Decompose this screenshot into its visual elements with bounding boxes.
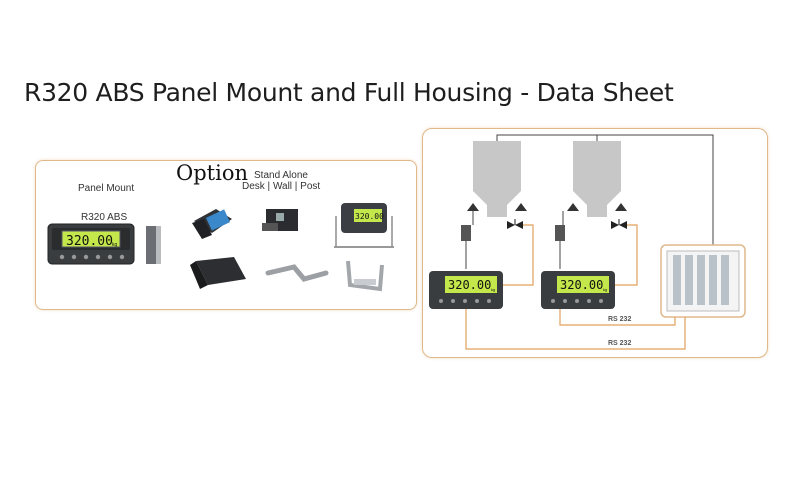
valve-1: [507, 219, 523, 229]
desk-housing-image: [190, 257, 246, 289]
system-diagram: 320.00 kg 320.00 kg: [422, 128, 768, 358]
post-mount-indicator-image: 320.00: [334, 203, 394, 248]
silo-1: [461, 141, 527, 269]
svg-text:320.00: 320.00: [355, 212, 384, 221]
model-label: R320 ABS: [81, 212, 128, 223]
plc-cabinet: [660, 244, 746, 318]
system-diagram-drawing: 320.00 kg 320.00 kg: [429, 134, 746, 350]
page-title: R320 ABS Panel Mount and Full Housing - …: [24, 78, 674, 107]
wall-bracket-image: [262, 209, 298, 231]
panel-display-unit: kg: [112, 242, 118, 248]
indicator-2-unit: kg: [603, 287, 607, 292]
mount-types-label: Desk | Wall | Post: [242, 181, 321, 192]
indicator-2: 320.00 kg: [541, 271, 615, 309]
desk-stand-image: [192, 209, 232, 239]
indicator-1: 320.00 kg: [429, 271, 503, 309]
options-illustrations: 320.00 kg 320.00: [47, 203, 394, 292]
wall-bracket-silver-image: [346, 260, 384, 292]
silo-2: [555, 141, 627, 269]
rs232-link-label-1: RS 232: [608, 316, 632, 323]
option-heading: Option: [176, 161, 248, 185]
indicator-2-reading: 320.00: [560, 278, 603, 292]
panel-mount-label: Panel Mount: [78, 183, 135, 194]
indicator-1-unit: kg: [491, 287, 495, 292]
valve-2: [611, 219, 627, 229]
panel-mount-side-image: [146, 226, 161, 264]
panel-mount-indicator-image: 320.00 kg: [47, 223, 135, 265]
panel-display-reading: 320.00: [66, 234, 113, 249]
indicator-1-reading: 320.00: [448, 278, 491, 292]
rs232-link-label-2: RS 232: [608, 340, 632, 347]
stand-alone-label: Stand Alone: [254, 170, 308, 181]
post-bracket-image: [265, 264, 329, 282]
options-panel: Option Stand Alone Desk | Wall | Post Pa…: [35, 160, 417, 310]
